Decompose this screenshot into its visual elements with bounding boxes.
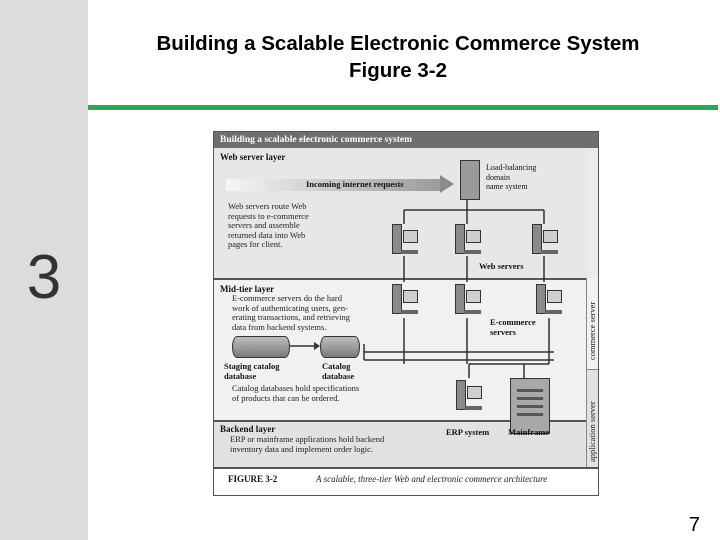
sync-arrow-head — [314, 342, 320, 350]
backend-layer-label: Backend layer — [220, 424, 276, 434]
title-divider — [88, 105, 718, 110]
figure-heading: Building a scalable electronic commerce … — [214, 132, 598, 148]
catalog-database-icon — [320, 336, 360, 358]
erp-system-icon — [456, 380, 482, 414]
incoming-requests-arrow: Incoming internet requests — [226, 175, 456, 193]
ecommerce-server-icon — [455, 284, 481, 318]
figure-caption-text: A scalable, three-tier Web and electroni… — [316, 474, 548, 484]
web-layer-label: Web server layer — [220, 152, 286, 162]
web-server-icon — [392, 224, 418, 258]
figure-caption-label: FIGURE 3-2 — [228, 474, 278, 484]
backend-layer-note: ERP or mainframe applications hold backe… — [230, 434, 385, 454]
web-server-icon — [532, 224, 558, 258]
arrow-shaft — [226, 179, 442, 191]
mid-layer-note: E-commerce servers do the hard work of a… — [232, 293, 351, 332]
architecture-figure: Building a scalable electronic commerce … — [213, 131, 599, 496]
web-server-layer-band — [214, 148, 586, 278]
load-balancer-label: Load-balancing domain name system — [486, 163, 537, 192]
left-sidebar-band — [0, 0, 88, 540]
mainframe-icon — [510, 378, 550, 434]
web-layer-note: Web servers route Web requests to e-comm… — [228, 201, 309, 250]
erp-system-label: ERP system — [446, 427, 490, 437]
ecommerce-servers-label: E-commerce servers — [490, 317, 536, 337]
slide-title-line-1: Building a Scalable Electronic Commerce … — [156, 32, 640, 55]
connection-lines — [290, 195, 554, 378]
mid-layer-label: Mid-tier layer — [220, 284, 275, 294]
ecommerce-server-icon — [536, 284, 562, 318]
section-number: 3 — [26, 243, 62, 312]
ecommerce-server-icon — [392, 284, 418, 318]
slide-title: Building a Scalable Electronic Commerce … — [96, 30, 700, 84]
staging-database-label: Staging catalog database — [224, 361, 280, 381]
web-server-icon — [455, 224, 481, 258]
incoming-requests-label: Incoming internet requests — [306, 179, 404, 189]
mainframe-label: Mainframe — [508, 427, 550, 437]
figure-caption: FIGURE 3-2 A scalable, three-tier Web an… — [214, 467, 598, 495]
catalog-note: Catalog databases hold specifications of… — [232, 383, 360, 403]
slide-title-line-2: Figure 3-2 — [349, 59, 447, 82]
staging-database-icon — [232, 336, 290, 358]
application-server-sidebar — [586, 369, 598, 468]
web-servers-label: Web servers — [479, 261, 524, 271]
arrow-head — [440, 175, 454, 193]
load-balancer-server-icon — [460, 160, 480, 200]
page-number: 7 — [688, 514, 700, 536]
catalog-database-label: Catalog database — [322, 361, 355, 381]
